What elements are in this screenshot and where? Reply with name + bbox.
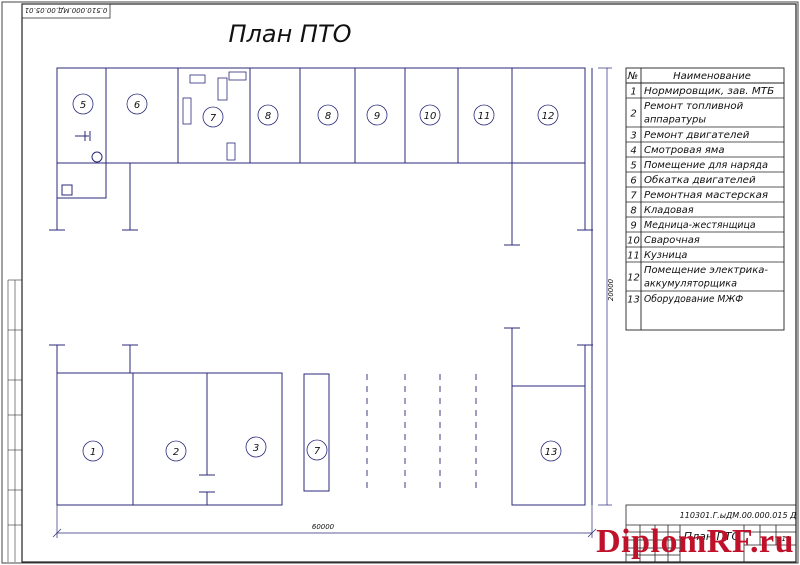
- room-marker-11: [473, 104, 495, 126]
- width-dimension: 60000: [312, 523, 335, 531]
- title-block: [625, 504, 797, 563]
- room-marker-5: [72, 93, 94, 115]
- floor-plan: [49, 67, 593, 506]
- room-marker-1: [82, 440, 104, 462]
- legend-row-name: Кузница: [644, 250, 687, 261]
- legend-row-name: Оборудование МЖФ: [644, 293, 744, 305]
- room7-equipment: [182, 71, 247, 161]
- room-marker-12: [537, 104, 559, 126]
- legend-row-name: аккумуляторщика: [644, 279, 737, 290]
- title-block-sheet-title: План ПТО: [684, 530, 741, 543]
- height-dimension: 20000: [607, 278, 615, 301]
- room-label-7a: 7: [210, 113, 217, 124]
- top-code-stamp: 0.510.000.МД.00.05.01: [21, 3, 111, 19]
- legend-row-number: 5: [630, 161, 636, 172]
- room-marker-13: [540, 440, 562, 462]
- watermark-main: DiplomRF: [596, 523, 750, 560]
- room-label-12: 12: [542, 111, 555, 122]
- legend-row-name: Кладовая: [644, 205, 694, 216]
- legend-header-num: №: [627, 71, 638, 82]
- watermark-suffix: .ru: [750, 523, 794, 560]
- drawing-title: План ПТО: [228, 20, 351, 48]
- room-label-6: 6: [134, 100, 140, 111]
- legend-row-number: 7: [630, 191, 637, 202]
- room-label-8b: 8: [325, 111, 331, 122]
- room-label-3: 3: [253, 443, 259, 454]
- legend-row-number: 13: [627, 295, 640, 306]
- room-marker-6: [126, 93, 148, 115]
- room-label-2: 2: [173, 447, 179, 458]
- room-label-11: 11: [478, 111, 491, 122]
- sheet-inner-frame: [21, 3, 797, 563]
- dimension-lines: [52, 67, 612, 538]
- legend-row-name: Сварочная: [644, 235, 700, 246]
- legend-row-name: Ремонт топливной: [644, 101, 744, 112]
- legend-row-name: Ремонтная мастерская: [644, 190, 768, 201]
- room-label-7b: 7: [314, 446, 321, 457]
- bottom-left-rooms: [56, 372, 283, 506]
- room-label-9: 9: [374, 111, 380, 122]
- room-label-8a: 8: [265, 111, 271, 122]
- room-marker-7b: [306, 439, 328, 461]
- legend-rows: 1 Нормировщик, зав. МТБ 2 Ремонт топливной а…: [626, 86, 784, 306]
- room-label-10: 10: [424, 111, 437, 122]
- legend-row-number: 6: [630, 176, 636, 187]
- legend-row-name: Ремонт двигателей: [644, 130, 750, 141]
- watermark-logo: DiplomRF.ru: [596, 523, 794, 561]
- legend-row-name: Помещение для наряда: [644, 160, 768, 171]
- legend-row-number: 3: [630, 131, 636, 142]
- room-marker-9: [366, 104, 388, 126]
- left-stamp-strip: [7, 279, 22, 562]
- legend-row-number: 9: [630, 221, 636, 232]
- legend-row-number: 10: [627, 236, 640, 247]
- title-block-code: 110301.Г.ыДМ.00.000.015 Д: [680, 511, 797, 520]
- room-marker-2: [165, 440, 187, 462]
- legend-row-number: 8: [630, 206, 636, 217]
- top-code-text: 0.510.000.МД.00.05.01: [25, 6, 108, 14]
- inspection-pit: [303, 373, 330, 492]
- legend-row-name: Нормировщик, зав. МТБ: [644, 86, 774, 97]
- room-marker-8a: [257, 104, 279, 126]
- room-label-13: 13: [545, 447, 558, 458]
- legend-table: [625, 67, 785, 331]
- top-room-strip: [56, 67, 586, 164]
- room-label-1: 1: [90, 447, 96, 458]
- legend-row-number: 2: [630, 109, 636, 120]
- room-marker-8b: [317, 104, 339, 126]
- legend-row-number: 11: [627, 251, 640, 262]
- room-marker-7a: [202, 106, 224, 128]
- legend-header-name: Наименование: [673, 71, 751, 82]
- legend-row-name: Обкатка двигателей: [644, 174, 756, 186]
- room-marker-10: [419, 104, 441, 126]
- legend-row-number: 1: [630, 87, 636, 98]
- room-label-5: 5: [80, 100, 86, 111]
- legend-row-number: 4: [630, 146, 636, 157]
- title-block-sheet-number: 11: [782, 535, 791, 543]
- legend-row-name: аппаратуры: [644, 115, 706, 126]
- legend-row-name: Помещение электрика-: [644, 265, 768, 276]
- parking-markings: [366, 374, 477, 491]
- room-marker-3: [245, 436, 267, 458]
- room-markers: [72, 93, 562, 462]
- legend-row-name: Смотровая яма: [644, 145, 725, 156]
- legend-row-name: Медница-жестянщица: [644, 220, 756, 231]
- legend-row-number: 12: [627, 273, 640, 284]
